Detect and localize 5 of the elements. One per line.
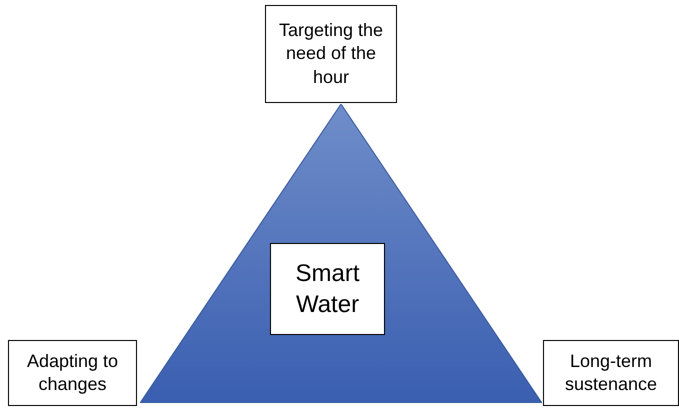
text-box: Targeting the need of the hour: [265, 5, 397, 103]
text-box: Smart Water: [270, 243, 385, 335]
text-box: Long-term sustenance: [543, 340, 679, 406]
text-box: Adapting to changes: [8, 340, 137, 406]
triangle-shape: [140, 104, 542, 403]
